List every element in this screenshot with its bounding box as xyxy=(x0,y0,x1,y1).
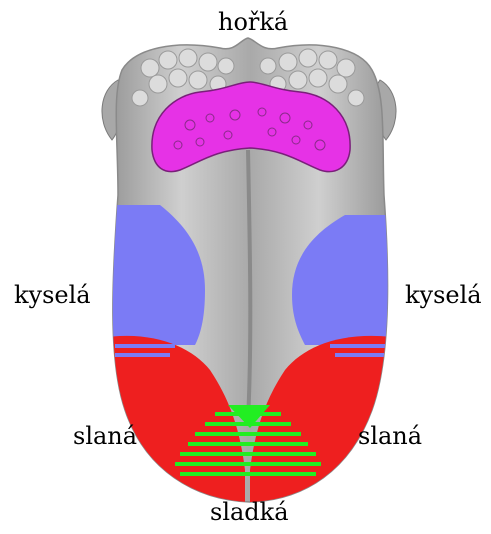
label-sour-left: kyselá xyxy=(14,283,91,307)
label-sweet: sladká xyxy=(210,500,289,524)
label-salty-right: slaná xyxy=(358,424,422,448)
label-sour-right: kyselá xyxy=(405,283,482,307)
label-salty-left: slaná xyxy=(73,424,137,448)
label-bitter: hořká xyxy=(218,10,288,34)
median-groove xyxy=(248,150,250,420)
